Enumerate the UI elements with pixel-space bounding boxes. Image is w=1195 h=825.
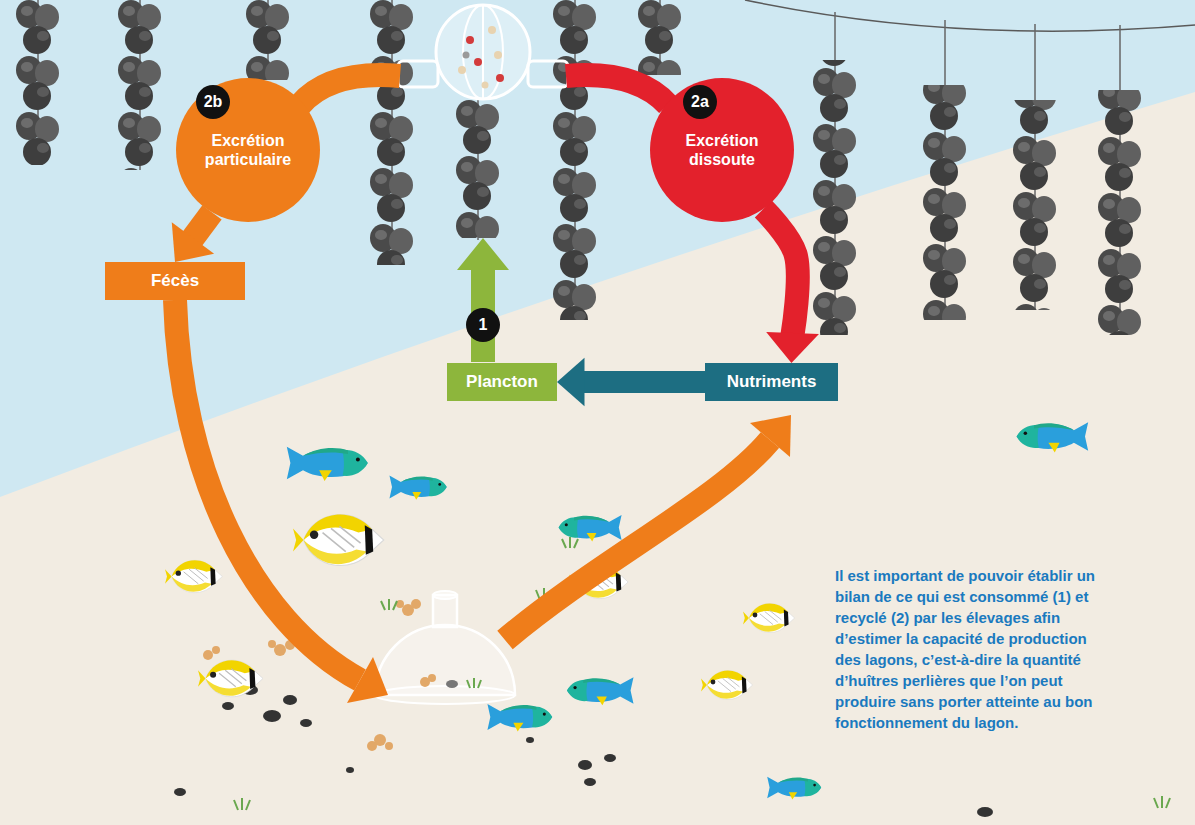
note-text: Il est important de pouvoir établir un b…	[835, 565, 1103, 733]
node-text: Nutriments	[727, 372, 817, 392]
flow-line	[583, 371, 706, 393]
process-box: Plancton	[447, 363, 557, 401]
text-group: Excrétion dissoute	[666, 131, 778, 169]
node-text: Excrétion particulaire	[192, 131, 304, 169]
process-circle: Excrétion dissoute	[650, 78, 794, 222]
circle-outline	[650, 78, 794, 222]
callout-number: 1	[466, 308, 500, 342]
text-group: Excrétion particulaire	[192, 131, 304, 169]
node-text: Fécès	[151, 271, 199, 291]
flow-arrow	[763, 209, 819, 363]
process-box: Nutriments	[705, 363, 838, 401]
node-text: Plancton	[466, 372, 538, 392]
callout-number: 2b	[196, 85, 230, 119]
circle-shape	[650, 78, 794, 222]
arrow-head	[557, 358, 585, 406]
benthic-chamber	[375, 591, 515, 704]
process-box: Fécès	[105, 262, 245, 300]
flow-arrow	[557, 358, 705, 406]
callout-number: 2a	[683, 85, 717, 119]
flow-line	[192, 212, 212, 239]
oyster-basket	[398, 5, 568, 99]
node-text: Excrétion dissoute	[666, 131, 778, 169]
flow-arrow	[172, 212, 214, 262]
text-group: Plancton	[466, 372, 538, 392]
text-group: Nutriments	[727, 372, 817, 392]
arrow-head	[766, 332, 819, 363]
circle-shape	[176, 78, 320, 222]
text-group: Fécès	[151, 271, 199, 291]
flow-line	[763, 209, 797, 335]
arrow-head	[172, 222, 214, 262]
